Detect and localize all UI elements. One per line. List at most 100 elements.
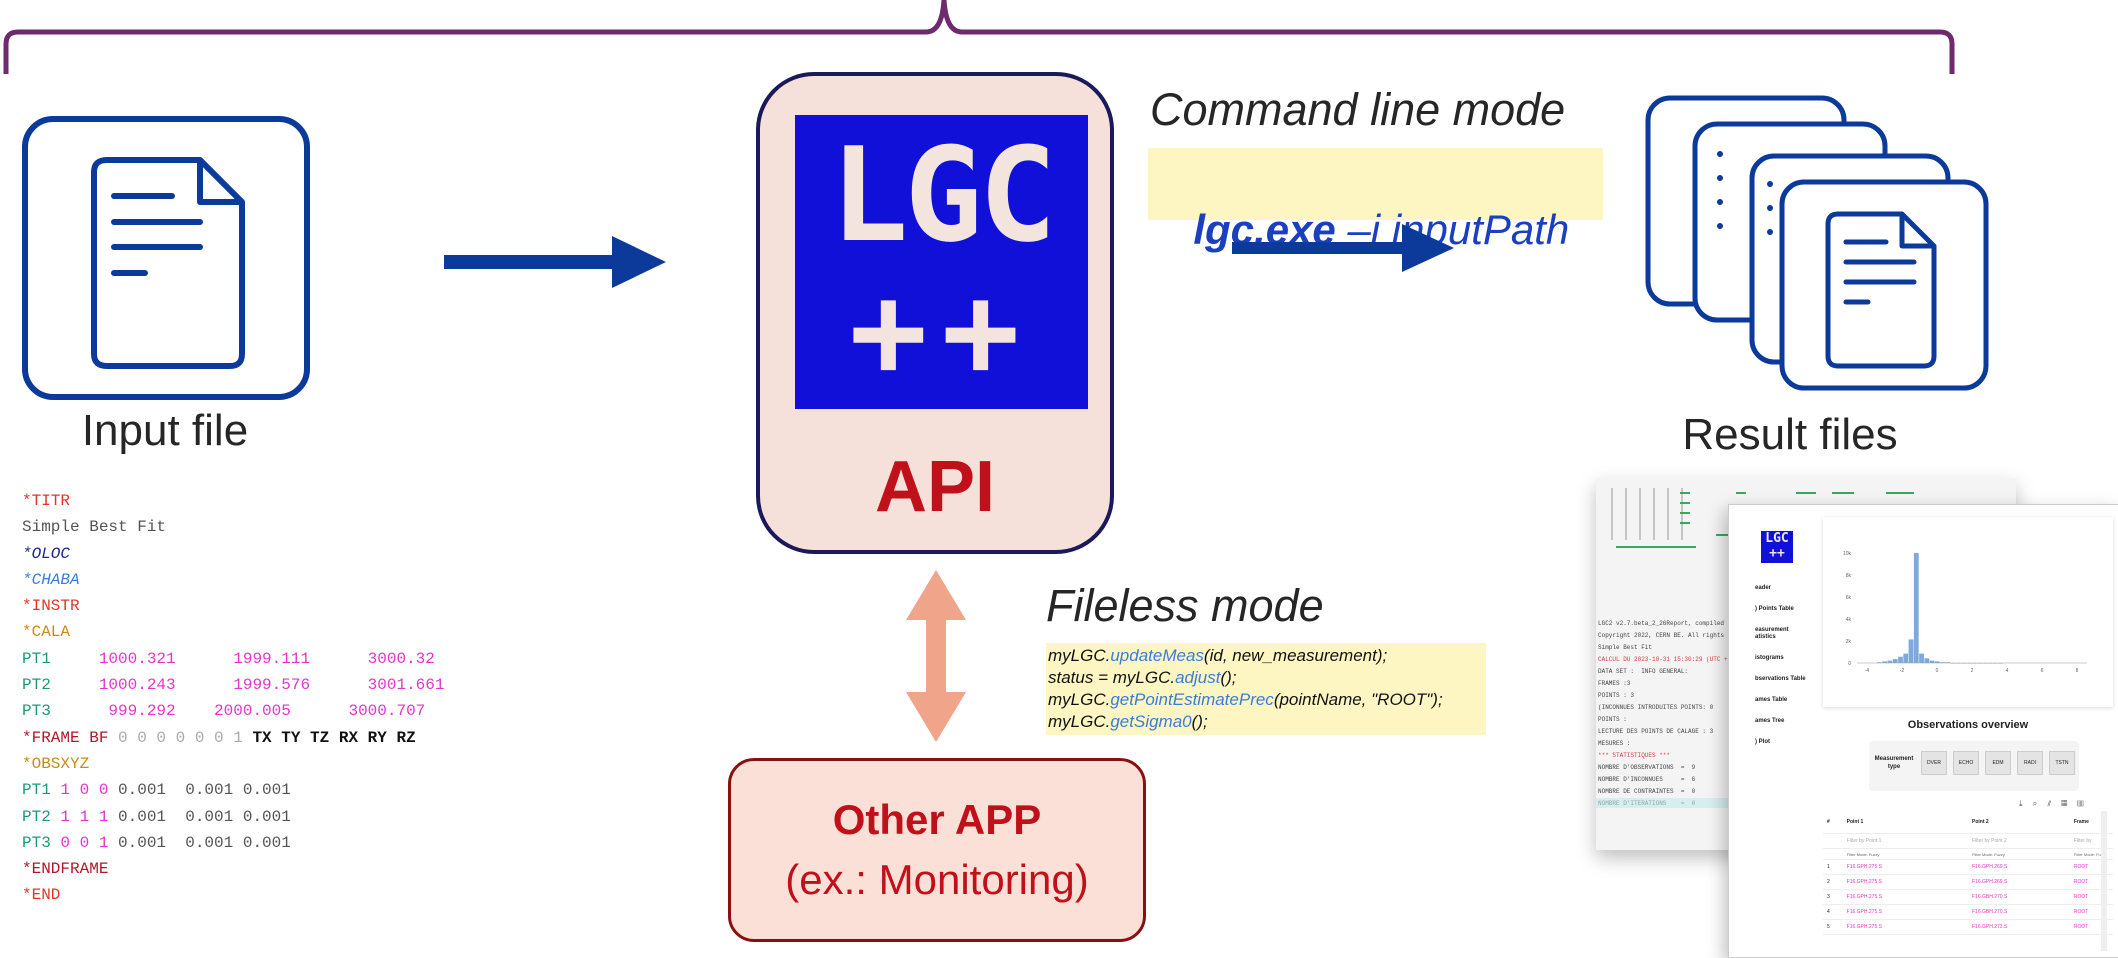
input-code-line: *TITR [22, 488, 444, 514]
report-nav-item[interactable]: ) Plot [1755, 739, 1770, 745]
input-file-label: Input file [81, 406, 249, 455]
report-measurement-type-chip[interactable]: RADI [2017, 751, 2043, 775]
input-code-token: Simple Best Fit [22, 518, 167, 537]
report-table-cell: ROOT [2073, 924, 2089, 930]
report-nav-item[interactable]: ames Table [1755, 697, 1788, 703]
input-code-line: PT3 0 0 1 0.001 0.001 0.001 [22, 830, 444, 856]
fileless-function-name: getSigma0 [1110, 712, 1192, 731]
fileless-highlight [1046, 643, 1486, 735]
fileless-code-snippet: myLGC.updateMeas(id, new_measurement);st… [1048, 645, 1443, 733]
report-table-row[interactable]: 4 F16.GPH.275.S F16.GBH.270.S ROOT [1823, 905, 2113, 920]
report-table-cell: Filter Mode: Fuzzy [1846, 851, 1880, 857]
fileless-function-name: adjust [1175, 668, 1221, 687]
report-measurement-type-chip[interactable]: ECHO [1953, 751, 1979, 775]
log-line: DATA SET : INFO GENERAL: [1598, 668, 1689, 675]
report-table-cell: ROOT [2073, 909, 2089, 915]
result-files-icon [1645, 95, 1989, 391]
report-table-cell: ROOT [2073, 894, 2089, 900]
api-to-results-arrow [1232, 224, 1454, 272]
top-bracket [3, 0, 1955, 74]
report-hist-y-tick: 6k [1846, 595, 1852, 601]
fileless-code-token: myLGC. [1048, 712, 1111, 731]
input-code-line: Simple Best Fit [22, 514, 444, 540]
report-hist-bar [1903, 653, 1909, 663]
report-hist-bar [1898, 656, 1903, 663]
input-file-icon [22, 116, 310, 400]
input-code-line: *OLOC [22, 541, 444, 567]
report-hist-bar [1877, 662, 1882, 663]
other-app-box [728, 758, 1146, 942]
report-hist-x-tick: -4 [1865, 668, 1870, 674]
input-code-line: PT2 1000.243 1999.576 3001.661 [22, 672, 444, 698]
report-table-cell: Frame [2073, 819, 2089, 825]
input-code-token: PT1 [22, 781, 61, 800]
log-line: NOMBRE D'OBSERVATIONS = 9 [1598, 764, 1696, 771]
other-app-title: Other APP [832, 796, 1042, 843]
report-hist-bar [1924, 658, 1930, 663]
input-code-line: *CHABA [22, 567, 444, 593]
input-code-token: 1000.321 1999.111 3000.32 [50, 649, 435, 668]
input-code-token: 1 0 0 [60, 781, 119, 800]
report-table-cell: F16.GPH.269.S [1972, 864, 2008, 870]
report-overview-title: Observations overview [1907, 719, 2029, 731]
report-measurement-type-chip[interactable]: DVER [1921, 751, 1947, 775]
lgc-logo [795, 115, 1088, 409]
command-highlight [1148, 148, 1603, 220]
log-line: MESURES : [1598, 740, 1631, 747]
report-measurement-type-chip[interactable]: EDM [1985, 751, 2011, 775]
fileless-function-name: getPointEstimatePrec [1110, 690, 1274, 709]
report-table-cell: Filter by Point 1 [1846, 838, 1882, 844]
report-hist-bar [1940, 662, 1946, 663]
input-code-token: *INSTR [22, 597, 80, 616]
report-nav: eader ) Points Table easurement atistics is… [1755, 585, 1825, 760]
report-logo [1761, 531, 1793, 563]
input-code-line: PT1 1 0 0 0.001 0.001 0.001 [22, 777, 444, 803]
report-table-cell: Point 2 [1972, 819, 1989, 825]
report-nav-item[interactable]: ames Tree [1755, 718, 1785, 724]
api-label: API [874, 447, 996, 527]
report-nav-item[interactable]: eader [1755, 585, 1772, 591]
report-nav-item[interactable]: easurement atistics [1755, 627, 1789, 640]
input-code-token: PT1 [22, 649, 51, 668]
input-to-api-arrow [444, 236, 666, 288]
report-hist-bar [1882, 661, 1888, 663]
input-code-line: *CALA [22, 619, 444, 645]
report-measurement-type-chip[interactable]: TSTN [2049, 751, 2075, 775]
report-nav-item[interactable]: istograms [1755, 655, 1784, 661]
input-code-token: BF [79, 728, 119, 747]
input-code-token: 1 1 1 [60, 807, 119, 826]
input-code-line: *FRAME BF 0 0 0 0 0 0 1 TX TY TZ RX RY R… [22, 725, 444, 751]
fileless-code-line: myLGC.getPointEstimatePrec(pointName, "R… [1048, 689, 1443, 711]
input-code-line: *INSTR [22, 593, 444, 619]
input-code-line: PT1 1000.321 1999.111 3000.32 [22, 646, 444, 672]
report-scrollbar[interactable] [2101, 811, 2107, 951]
input-code-token: PT3 [22, 833, 61, 852]
input-code-token: *CHABA [22, 570, 80, 589]
input-code-token: 1000.243 1999.576 3001.661 [50, 676, 445, 695]
result-files-label: Result files [1682, 410, 1898, 459]
report-logo-text: LGC [1765, 531, 1789, 546]
input-code-line: *END [22, 882, 444, 908]
input-code-token: *CALA [22, 623, 71, 642]
report-nav-item[interactable]: ) Points Table [1755, 606, 1794, 612]
log-line: FRAMES :3 [1598, 680, 1631, 687]
report-table-cell: F16.GBH.270.S [1972, 909, 2008, 915]
report-hist-x-tick: 2 [1971, 668, 1974, 674]
fileless-code-token: (pointName, "ROOT"); [1273, 690, 1443, 709]
report-table-cell: 1 [1827, 864, 1830, 870]
report-nav-item[interactable]: bservations Table [1755, 676, 1806, 682]
log-line: POINTS : 3 [1598, 692, 1635, 699]
input-code-token: *OBSXYZ [22, 754, 90, 773]
fileless-code-token: myLGC. [1048, 646, 1111, 665]
report-table-cell: F16.GPH.275.S [1846, 909, 1882, 915]
report-table-cell: F16.GBH.270.S [1972, 894, 2008, 900]
report-table-cell: 4 [1827, 909, 1830, 915]
report-measurement-type-label: Measurement type [1874, 756, 1914, 770]
report-hist-bar [1929, 660, 1935, 663]
